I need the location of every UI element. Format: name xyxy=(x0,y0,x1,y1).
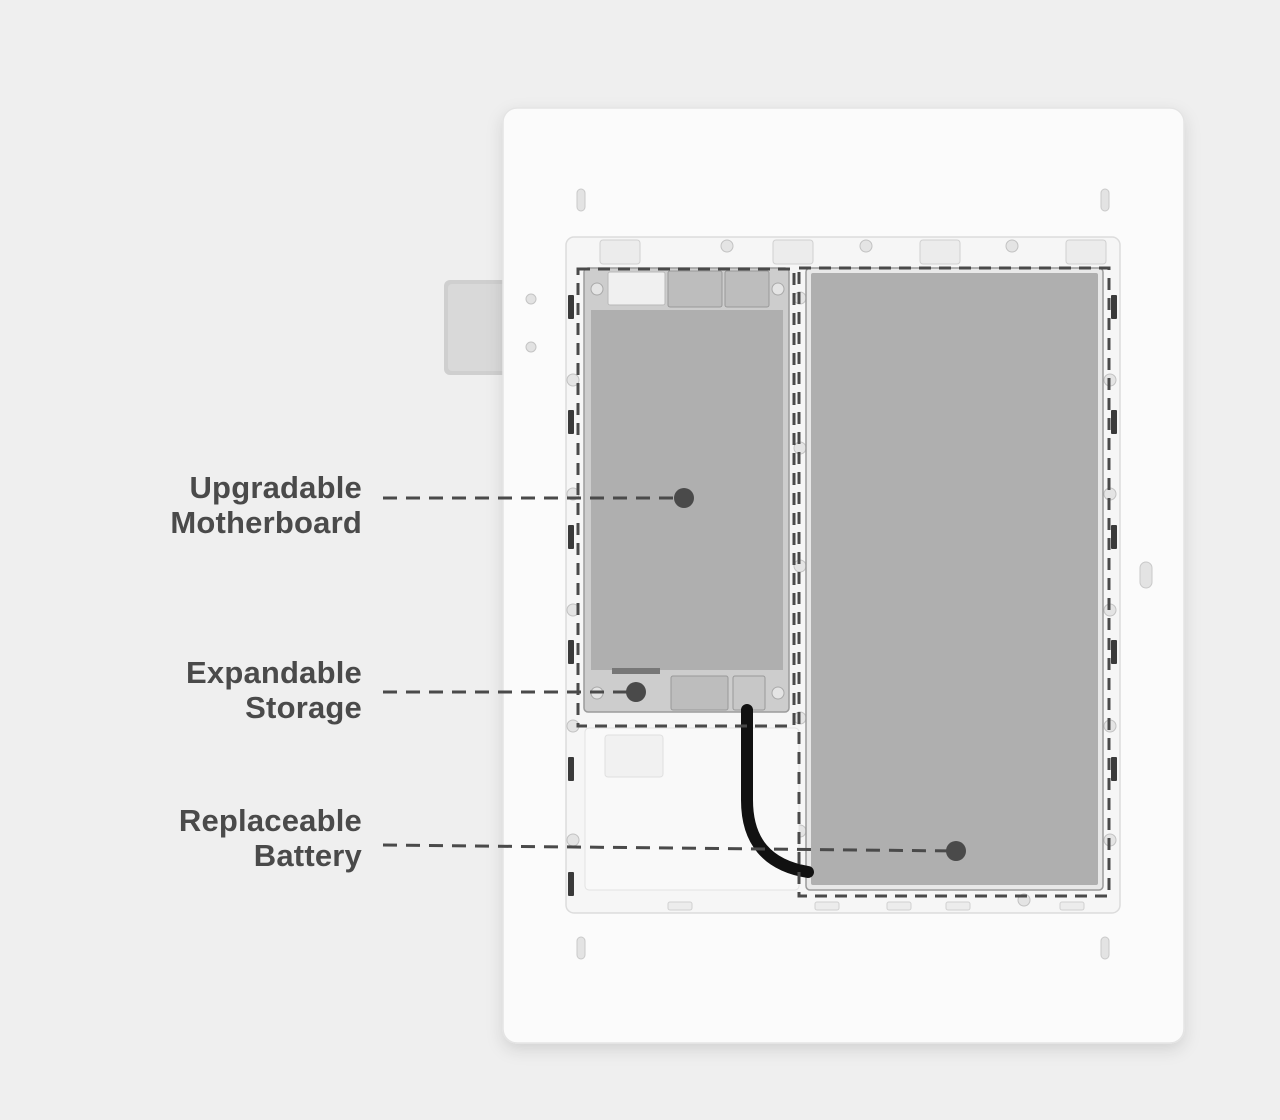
component-outlines xyxy=(576,266,1111,898)
callout-motherboard-line1: Upgradable xyxy=(189,470,362,505)
screw xyxy=(525,341,537,353)
callout-storage: Expandable Storage xyxy=(186,655,362,725)
callout-motherboard: Upgradable Motherboard xyxy=(170,470,362,540)
battery-cable xyxy=(741,704,814,878)
bay-recess xyxy=(604,734,664,778)
right-clips xyxy=(1111,295,1117,781)
callout-battery-line2: Battery xyxy=(253,838,362,873)
mounting-slots xyxy=(576,188,1153,960)
left-clips xyxy=(568,295,574,896)
leader-lines xyxy=(382,496,956,853)
tray-clips xyxy=(599,239,1107,911)
callout-storage-line2: Storage xyxy=(245,690,362,725)
battery-module xyxy=(805,267,1104,891)
callout-battery: Replaceable Battery xyxy=(179,803,362,873)
callout-battery-line1: Replaceable xyxy=(178,803,362,838)
callout-storage-line1: Expandable xyxy=(186,655,362,690)
storage-marker xyxy=(626,682,646,702)
callout-motherboard-line2: Motherboard xyxy=(170,505,362,540)
motherboard-marker xyxy=(674,488,694,508)
battery-marker xyxy=(946,841,966,861)
screw xyxy=(525,293,537,305)
